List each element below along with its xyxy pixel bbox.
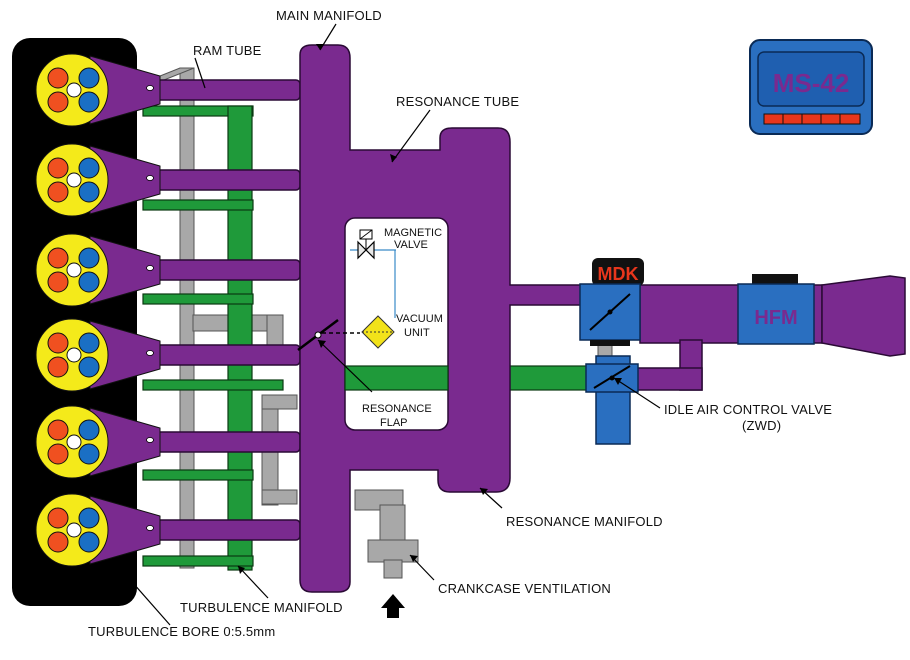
label-vacuum-unit-2: UNIT xyxy=(404,327,430,339)
turbulence-bypass xyxy=(344,365,449,391)
label-vacuum-unit-1: VACUUM xyxy=(396,313,443,325)
ms42-ecu: MS-42 xyxy=(749,39,873,135)
resonance-flap xyxy=(297,319,360,351)
cylinders xyxy=(35,53,161,567)
cylinder-6 xyxy=(35,493,161,567)
magnetic-valve-icon xyxy=(350,229,396,318)
label-ram-tube: RAM TUBE xyxy=(193,43,262,58)
label-turbulence-manifold: TURBULENCE MANIFOLD xyxy=(180,600,343,615)
label-magnetic-valve-2: VALVE xyxy=(394,239,428,251)
leader-dots xyxy=(118,44,622,574)
label-magnetic-valve-1: MAGNETIC xyxy=(384,227,442,239)
label-idle-air-2: (ZWD) xyxy=(742,418,781,433)
hfm-sensor: HFM xyxy=(737,274,815,345)
hfm-label: HFM xyxy=(754,307,797,329)
cylinder-5 xyxy=(35,405,161,479)
cylinder-2 xyxy=(35,143,161,217)
vacuum-unit-icon xyxy=(361,315,395,349)
cylinder-1 xyxy=(35,53,161,127)
idle-air-control-valve xyxy=(585,355,639,445)
label-resonance-tube: RESONANCE TUBE xyxy=(396,94,519,109)
crankcase-arrow-icon xyxy=(381,594,405,618)
label-turbulence-bore: TURBULENCE BORE 0:5.5mm xyxy=(88,624,275,639)
cylinder-4 xyxy=(35,318,161,392)
label-resonance-flap-2: FLAP xyxy=(380,417,408,429)
mdk-throttle: MDK xyxy=(579,258,644,346)
label-main-manifold: MAIN MANIFOLD xyxy=(276,8,382,23)
label-crankcase-ventilation: CRANKCASE VENTILATION xyxy=(438,581,611,596)
cylinder-3 xyxy=(35,233,161,307)
mdk-label: MDK xyxy=(598,264,639,284)
label-resonance-flap-1: RESONANCE xyxy=(362,403,432,415)
label-resonance-manifold: RESONANCE MANIFOLD xyxy=(506,514,663,529)
ms42-label: MS-42 xyxy=(773,68,850,98)
turbulence-bores xyxy=(146,85,154,531)
label-idle-air-1: IDLE AIR CONTROL VALVE xyxy=(664,402,832,417)
intake-duct xyxy=(624,275,906,391)
